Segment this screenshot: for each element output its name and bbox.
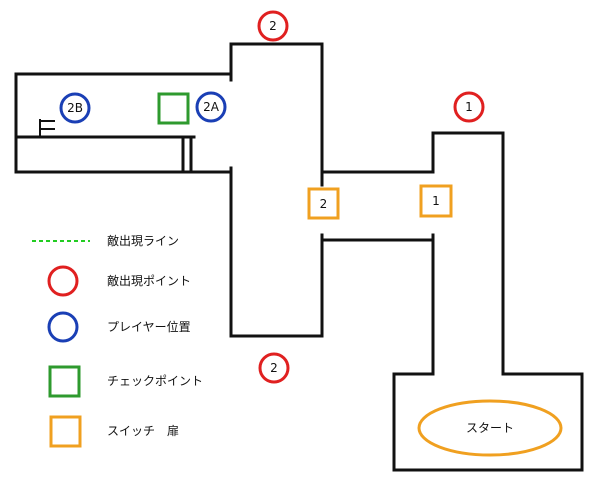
start-area: スタート: [417, 399, 563, 457]
player-position-2b: 2B: [59, 92, 91, 124]
legend: 敵出現ライン 敵出現ポイント プレイヤー位置 チェックポイント スイッチ 扉: [32, 233, 203, 448]
start-label: スタート: [466, 421, 514, 435]
switch-door-2-label: 2: [320, 197, 328, 211]
legend-player-position-label: プレイヤー位置: [107, 319, 191, 334]
player-position-2a: 2A: [195, 91, 227, 123]
checkpoint-marker: [157, 92, 190, 125]
enemy-spawn-2-top-label: 2: [269, 19, 277, 33]
switch-door-2: 2: [307, 187, 340, 220]
enemy-spawn-1-label: 1: [465, 100, 473, 114]
legend-item-checkpoint: チェックポイント: [48, 365, 203, 398]
player-position-2a-label: 2A: [203, 100, 220, 114]
switch-door-1-label: 1: [432, 194, 440, 208]
player-position-2b-label: 2B: [67, 101, 83, 115]
enemy-spawn-2-top: 2: [257, 10, 289, 42]
enemy-spawn-2-bottom-label: 2: [270, 361, 278, 375]
switch-door-1: 1: [419, 184, 453, 218]
start-room-wall: [392, 372, 584, 472]
enemy-spawn-1: 1: [453, 91, 485, 123]
blue-circle-icon: [47, 311, 79, 343]
central-hall-wall-bottom: [229, 166, 324, 338]
legend-switch-door-label: スイッチ 扉: [107, 424, 179, 438]
legend-checkpoint-label: チェックポイント: [107, 374, 203, 388]
legend-enemy-line-label: 敵出現ライン: [107, 233, 179, 248]
green-square-icon: [48, 365, 81, 398]
tower-wall-left-top: [431, 131, 505, 376]
legend-enemy-point-label: 敵出現ポイント: [107, 273, 191, 288]
central-hall-wall-top: [229, 42, 324, 187]
left-corridor-wall: [14, 72, 233, 174]
enemy-spawn-2-bottom: 2: [258, 352, 290, 384]
legend-item-enemy-line: 敵出現ライン: [32, 233, 179, 248]
orange-square-icon: [49, 415, 82, 448]
legend-item-switch-door: スイッチ 扉: [49, 415, 179, 448]
legend-item-enemy-point: 敵出現ポイント: [47, 265, 191, 297]
map-walls: [14, 42, 584, 472]
legend-item-player-position: プレイヤー位置: [47, 311, 191, 343]
red-circle-icon: [47, 265, 79, 297]
